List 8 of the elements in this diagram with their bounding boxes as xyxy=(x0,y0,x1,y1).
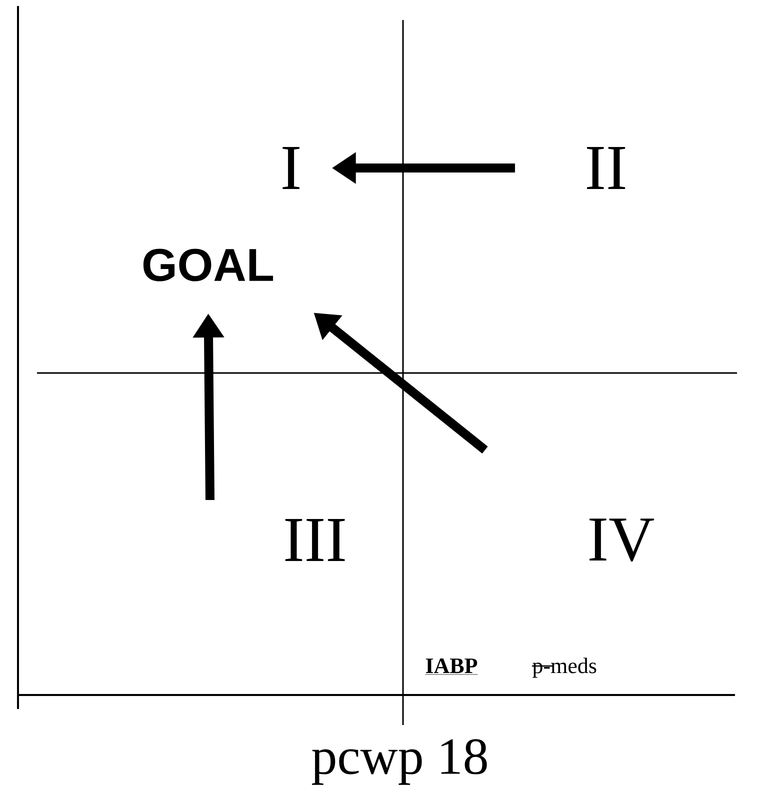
goal-label: GOAL xyxy=(143,248,274,282)
quadrant-label: I xyxy=(282,147,300,189)
quadrant-label: IV xyxy=(590,518,654,562)
axis-label: pcwp 18 xyxy=(312,739,487,785)
quadrant-label: III xyxy=(285,519,345,561)
quadrant-label: II xyxy=(587,147,626,189)
device-label: IABP xyxy=(425,658,478,675)
struck-text: p-meds xyxy=(532,658,596,678)
